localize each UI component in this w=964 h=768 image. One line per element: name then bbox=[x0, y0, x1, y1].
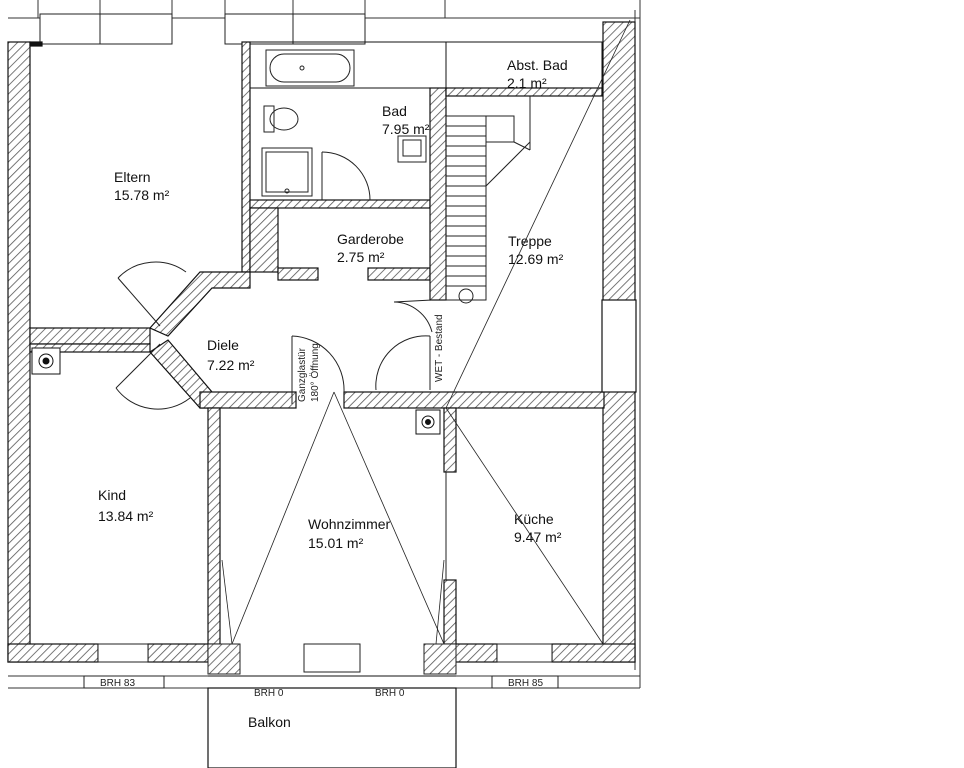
sill-boxes bbox=[83, 675, 559, 689]
bathroom-outline bbox=[249, 41, 603, 200]
glass-door-label-2: 180° Öffnung bbox=[309, 343, 321, 402]
room-area-treppe: 12.69 m² bbox=[508, 251, 564, 267]
interior-walls bbox=[29, 41, 637, 645]
room-name-diele: Diele bbox=[207, 337, 239, 353]
chimney-kind bbox=[31, 347, 61, 375]
room-area-diele: 7.22 m² bbox=[207, 357, 255, 373]
door-treppe bbox=[375, 299, 433, 391]
ridge-lines bbox=[221, 19, 631, 645]
room-area-eltern: 15.78 m² bbox=[114, 187, 170, 203]
room-name-abst-bad: Abst. Bad bbox=[507, 57, 568, 73]
sill-height-wohnzimmer-right: BRH 0 bbox=[375, 688, 405, 699]
room-area-bad: 7.95 m² bbox=[382, 121, 430, 137]
room-name-garderobe: Garderobe bbox=[337, 231, 404, 247]
chimney-wohnzimmer bbox=[415, 409, 441, 435]
glass-door bbox=[291, 335, 345, 404]
room-area-garderobe: 2.75 m² bbox=[337, 249, 385, 265]
room-area-kueche: 9.47 m² bbox=[514, 529, 562, 545]
room-name-wohnzimmer: Wohnzimmer bbox=[308, 516, 391, 532]
room-area-kind: 13.84 m² bbox=[98, 508, 154, 524]
room-area-abst-bad: 2.1 m² bbox=[507, 75, 547, 91]
top-windows bbox=[39, 13, 366, 45]
room-name-eltern: Eltern bbox=[114, 169, 151, 185]
bathroom-door-swing bbox=[321, 151, 371, 201]
wet-label: WET - Bestand bbox=[434, 314, 445, 382]
balcony-outline bbox=[207, 687, 457, 768]
glass-door-label-1: Ganzglastür bbox=[297, 347, 308, 402]
door-eltern bbox=[117, 261, 187, 327]
room-name-kind: Kind bbox=[98, 487, 126, 503]
room-name-treppe: Treppe bbox=[508, 233, 552, 249]
sill-height-kueche: BRH 85 bbox=[508, 678, 543, 689]
bottom-windows bbox=[97, 643, 553, 675]
door-kind bbox=[115, 343, 191, 410]
staircase bbox=[445, 96, 531, 304]
room-name-bad: Bad bbox=[382, 103, 407, 119]
room-area-wohnzimmer: 15.01 m² bbox=[308, 535, 364, 551]
sill-height-kind: BRH 83 bbox=[100, 678, 135, 689]
shower bbox=[261, 147, 313, 197]
sill-height-wohnzimmer-left: BRH 0 bbox=[254, 688, 284, 699]
bathtub bbox=[265, 49, 355, 87]
sink bbox=[397, 135, 427, 163]
toilet bbox=[263, 105, 299, 133]
room-name-kueche: Küche bbox=[514, 511, 554, 527]
room-name-balkon: Balkon bbox=[248, 714, 291, 730]
